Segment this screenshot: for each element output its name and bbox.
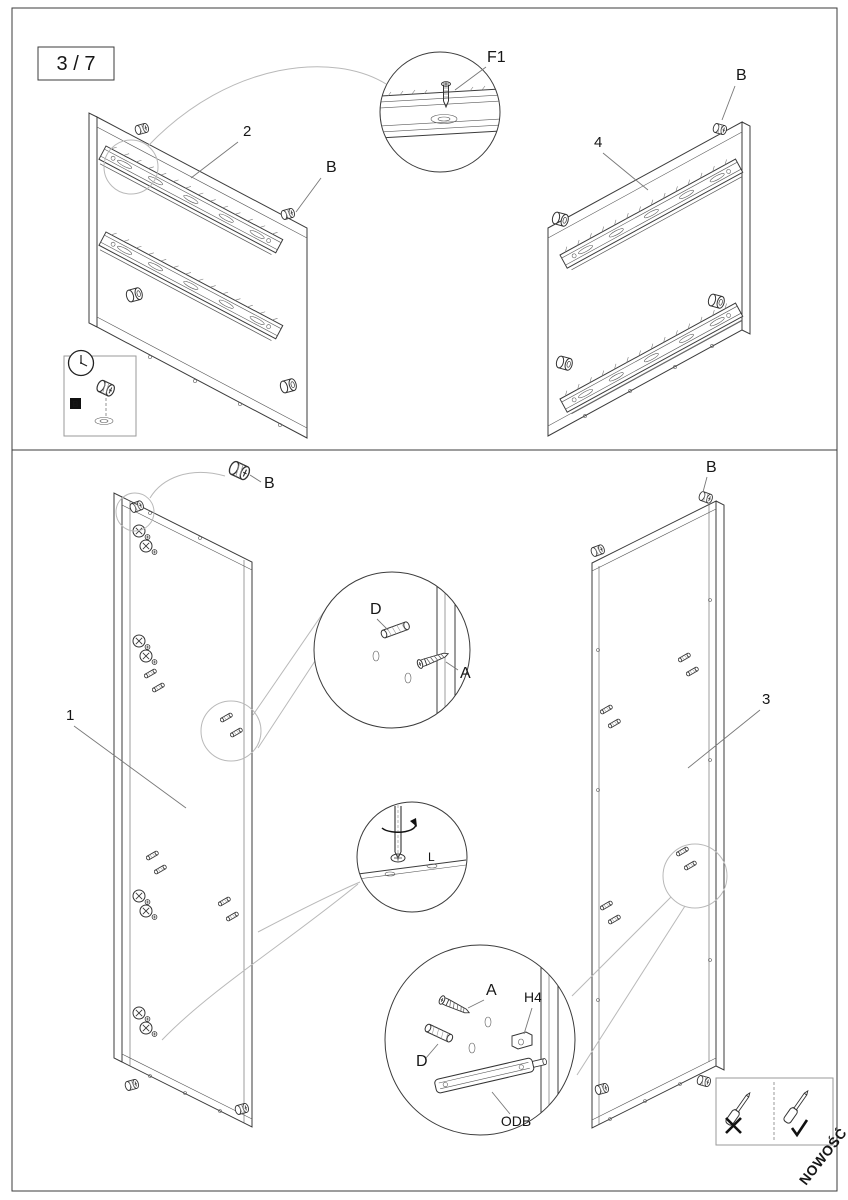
- callout-connector: [161, 883, 359, 1041]
- dowel-d-label: D: [370, 601, 382, 618]
- detail-dowel-screw-circle: D A: [313, 571, 471, 729]
- cam-lock-icon: [279, 207, 296, 221]
- zoom-callout-circle: [662, 843, 728, 909]
- part-badge-square: [70, 398, 81, 409]
- screw-a-label: A: [486, 982, 497, 999]
- dowel-d-label: D: [416, 1053, 428, 1070]
- leader-line: [687, 709, 761, 769]
- x-mark-icon: [725, 1117, 742, 1134]
- page-number: 3 / 7: [57, 53, 96, 75]
- panel-3-drawing: [589, 490, 725, 1129]
- zoom-callout-circle: [200, 700, 262, 762]
- cam-lock-icon: [226, 459, 253, 482]
- h4-bracket-icon: [511, 1031, 533, 1050]
- callout-connector: [257, 660, 316, 749]
- leader-line: [454, 66, 487, 91]
- panel-4-drawing: [547, 121, 751, 437]
- leader-line: [445, 661, 459, 671]
- zoom-callout-circle: [115, 492, 155, 532]
- cam-lock-icon: [711, 122, 728, 136]
- cam-b-label: B: [706, 459, 717, 476]
- leader-line: [702, 476, 708, 493]
- part-badge-letter: B: [72, 399, 78, 409]
- check-mark-icon: [790, 1119, 809, 1138]
- panel-1-drawing: [113, 492, 253, 1128]
- leader-line: [721, 85, 736, 121]
- odb-damper-icon: [434, 1057, 547, 1094]
- leader-line: [376, 618, 389, 631]
- detail-cam-tool-circle: L: [356, 801, 468, 913]
- detail-f1-circle: F1: [379, 49, 506, 173]
- panel-3-label: 3: [762, 691, 770, 708]
- leader-line: [190, 141, 239, 179]
- leader-line: [425, 1043, 439, 1059]
- panel-2-label: 2: [243, 123, 251, 140]
- callout-connector: [147, 66, 387, 147]
- detail-damper-circle: A H4 D ODB: [384, 944, 576, 1136]
- callout-connector: [571, 896, 672, 997]
- panel-2-drawing: [88, 112, 308, 439]
- cam-b-label: B: [736, 67, 747, 84]
- cam-lock-icon: [589, 543, 606, 558]
- leader-line: [467, 999, 485, 1009]
- screw-icon: [441, 81, 451, 109]
- cam-b-label: B: [326, 159, 337, 176]
- callout-connector: [149, 472, 226, 499]
- leader-line: [295, 177, 322, 213]
- cam-tool-label: L: [428, 850, 435, 864]
- screwdriver-instruction-box: [715, 1077, 834, 1146]
- cam-lock-icon: [123, 1078, 140, 1092]
- leader-line: [249, 474, 262, 483]
- damper-odb-label: ODB: [501, 1113, 531, 1129]
- detail-f1-label: F1: [487, 49, 506, 66]
- page-frame: [11, 7, 838, 1192]
- bracket-h4-label: H4: [524, 989, 542, 1005]
- panel-1-label: 1: [66, 707, 74, 724]
- cam-instruction-inset: B: [63, 349, 137, 437]
- cam-b-label: B: [264, 475, 275, 492]
- cam-lock-icon: [695, 1074, 712, 1088]
- leader-line: [602, 152, 649, 191]
- screw-a-label: A: [460, 665, 471, 682]
- zoom-callout-circle: [103, 139, 159, 195]
- callout-connector: [576, 905, 686, 1076]
- cam-lock-icon: [697, 490, 714, 505]
- leader-line: [523, 1007, 533, 1035]
- leader-line: [73, 725, 187, 809]
- page-number-box: 3 / 7: [37, 46, 115, 81]
- panel-4-label: 4: [594, 134, 602, 151]
- clock-icon: [67, 349, 95, 377]
- callout-connector: [252, 599, 333, 716]
- callout-connector: [257, 881, 361, 933]
- cam-lock-icon: [133, 122, 150, 136]
- leader-line: [491, 1091, 511, 1115]
